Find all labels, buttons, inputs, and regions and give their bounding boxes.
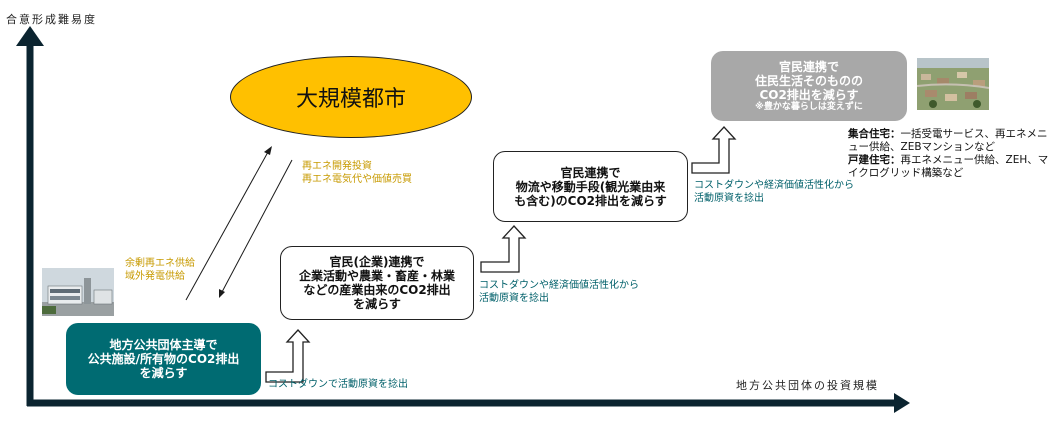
stage-4-line1: 官民連携で — [779, 60, 839, 74]
public-facility-photo — [42, 268, 114, 316]
stage-1-line3: を減らす — [140, 366, 188, 380]
step-arrow-1 — [266, 330, 309, 382]
arrow-2-caption-line1: コストダウンや経済価値活性化から — [479, 279, 639, 292]
large-city-label: 大規模都市 — [296, 81, 406, 113]
up-arrow-caption: 再エネ開発投資 再エネ電気代や価値売買 — [302, 160, 412, 186]
down-arrow-caption-line2: 域外発電供給 — [125, 270, 195, 283]
stage-4-line2: 住民生活そのものの — [755, 74, 863, 88]
detached-housing-title: 戸建住宅： — [848, 154, 901, 166]
x-axis-label: 地方公共団体の投資規模 — [736, 377, 879, 393]
collective-housing-title: 集合住宅： — [848, 128, 901, 140]
up-arrow-caption-line1: 再エネ開発投資 — [302, 160, 412, 173]
arrow-2-caption-line2: 活動原資を捻出 — [479, 292, 639, 305]
arrow-2-caption: コストダウンや経済価値活性化から 活動原資を捻出 — [479, 279, 639, 305]
arrow-1-caption: コストダウンで活動原資を捻出 — [268, 378, 408, 391]
stage-4-note: ※豊かな暮らしは変えずに — [755, 102, 863, 113]
x-axis-arrowhead — [894, 393, 910, 413]
stage-4-box: 官民連携で 住民生活そのものの CO2排出を減らす ※豊かな暮らしは変えずに — [711, 51, 907, 121]
stage-2-line4: を減らす — [353, 297, 401, 311]
up-diagonal-arrow — [186, 152, 268, 300]
down-arrow-caption: 余剰再エネ供給 域外発電供給 — [125, 257, 195, 283]
stage-2-box: 官民(企業)連携で 企業活動や農業・畜産・林業 などの産業由来のCO2排出 を減… — [280, 246, 474, 320]
stage-3-box: 官民連携で 物流や移動手段(観光業由来 も含む)のCO2排出を減らす — [493, 151, 688, 222]
up-diagonal-arrowhead — [264, 146, 272, 155]
stage-3-line2: 物流や移動手段(観光業由来 — [516, 180, 666, 194]
collective-housing-item: 集合住宅：一括受電サービス、再エネメニュー供給、ZEBマンションなど — [848, 128, 1053, 154]
stage-2-line1: 官民(企業)連携で — [330, 255, 425, 269]
arrow-3-caption: コストダウンや経済価値活性化から 活動原資を捻出 — [694, 179, 854, 205]
y-axis-arrowhead — [16, 26, 44, 46]
large-city-ellipse: 大規模都市 — [230, 56, 472, 138]
stage-1-line2: 公共施設/所有物のCO2排出 — [88, 352, 240, 366]
step-arrow-3 — [692, 127, 735, 173]
down-arrow-caption-line1: 余剰再エネ供給 — [125, 257, 195, 270]
arrow-3-caption-line2: 活動原資を捻出 — [694, 192, 854, 205]
up-arrow-caption-line2: 再エネ電気代や価値売買 — [302, 173, 412, 186]
stage-2-line2: 企業活動や農業・畜産・林業 — [299, 269, 455, 283]
housing-descriptions: 集合住宅：一括受電サービス、再エネメニュー供給、ZEBマンションなど 戸建住宅：… — [848, 128, 1053, 180]
arrow-3-caption-line1: コストダウンや経済価値活性化から — [694, 179, 854, 192]
stage-1-line1: 地方公共団体主導で — [109, 338, 217, 352]
stage-3-line1: 官民連携で — [560, 166, 620, 180]
residential-area-photo — [917, 58, 989, 110]
down-diagonal-arrowhead — [219, 289, 225, 298]
stage-4-line3: CO2排出を減らす — [759, 88, 858, 102]
detached-housing-item: 戸建住宅：再エネメニュー供給、ZEH、マイクログリッド構築など — [848, 154, 1053, 180]
step-arrow-2 — [481, 226, 525, 272]
stage-1-box: 地方公共団体主導で 公共施設/所有物のCO2排出 を減らす — [66, 323, 261, 395]
stage-3-line3: も含む)のCO2排出を減らす — [514, 194, 667, 208]
stage-2-line3: などの産業由来のCO2排出 — [303, 283, 450, 297]
y-axis-label: 合意形成難易度 — [6, 11, 97, 27]
